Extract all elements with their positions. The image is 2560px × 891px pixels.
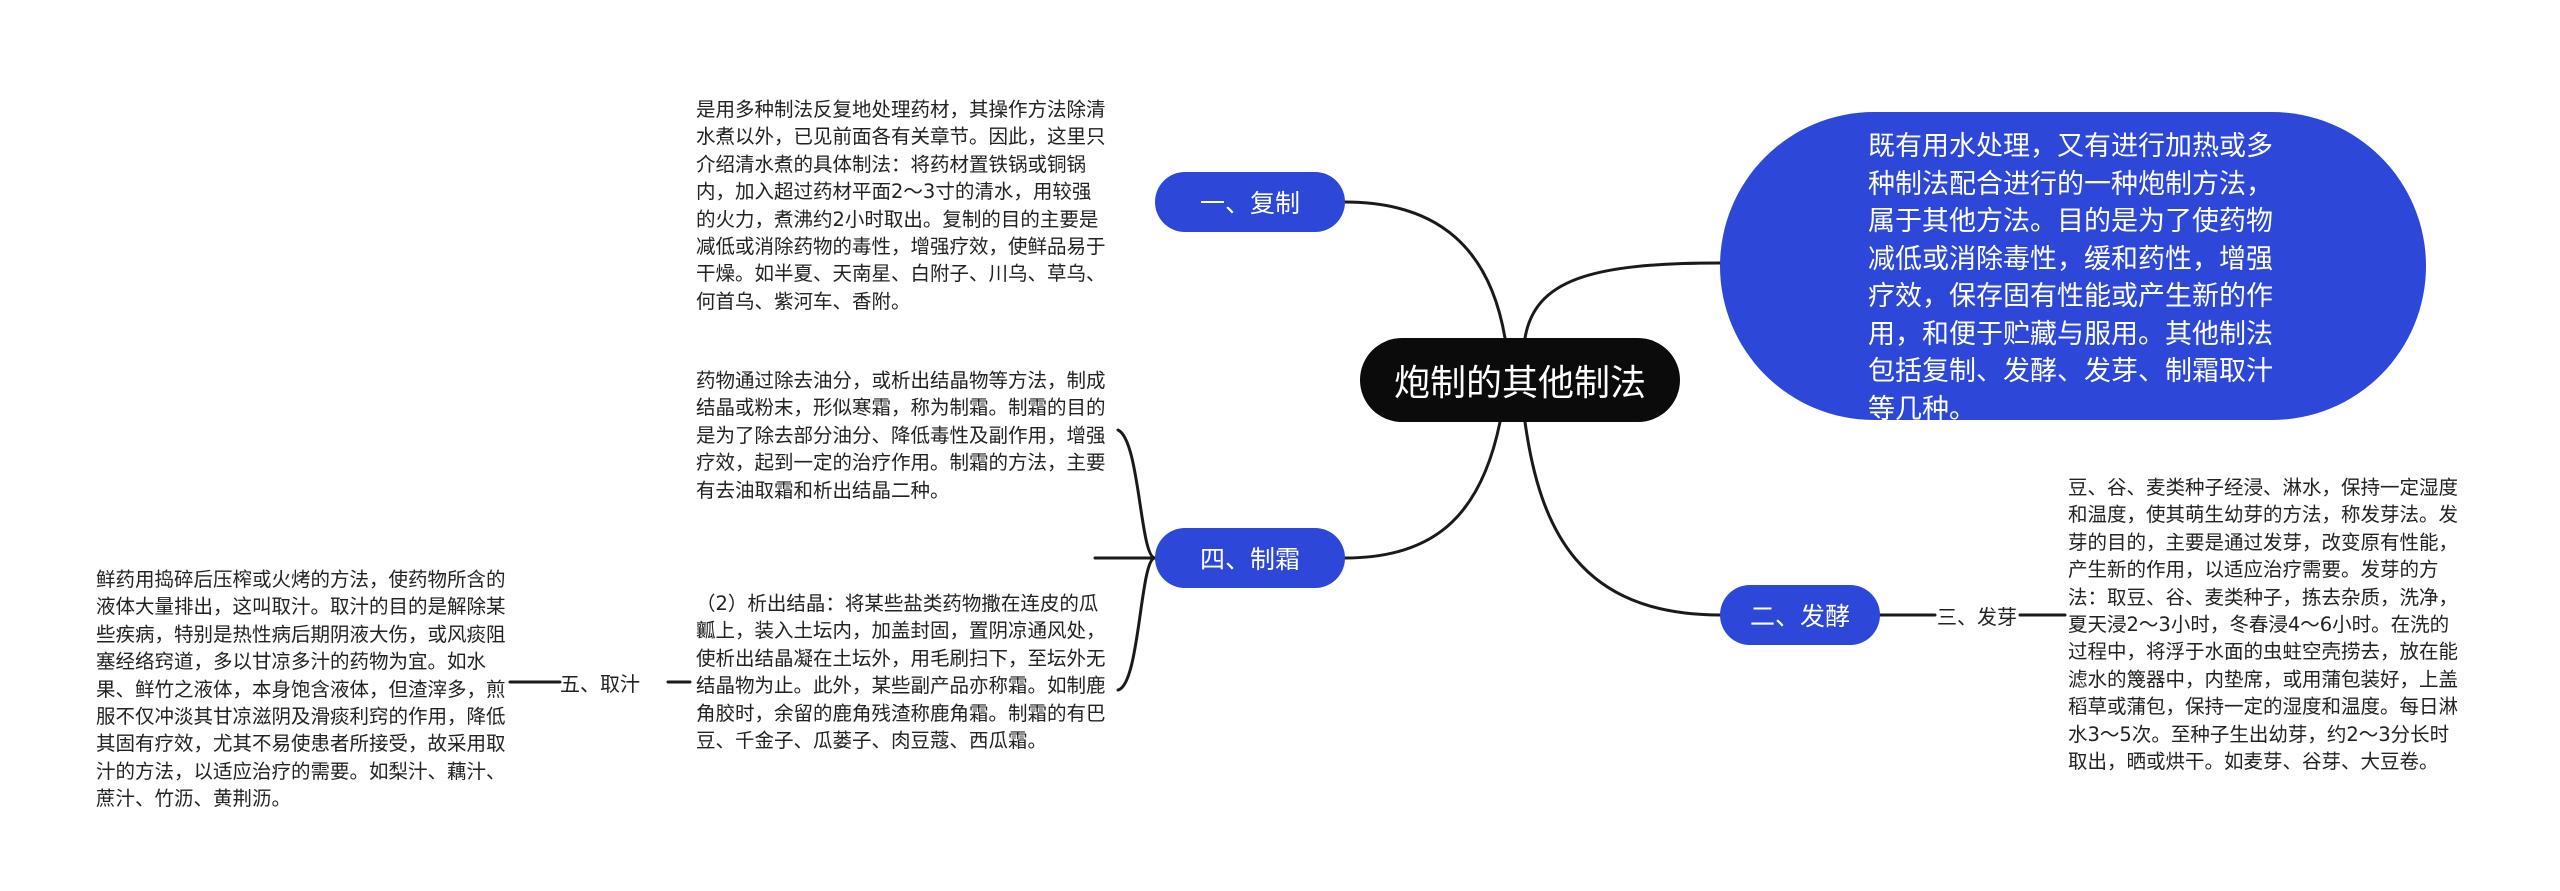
- fuzhi-text: 是用多种制法反复地处理药材，其操作方法除清水煮以外，已见前面各有关章节。因此，这…: [696, 98, 1106, 313]
- root-label: 炮制的其他制法: [1393, 363, 1646, 404]
- faya-text: 豆、谷、麦类种子经浸、淋水，保持一定湿度和温度，使其萌生幼芽的方法，称发芽法。发…: [2068, 476, 2459, 774]
- branch-quzhi[interactable]: 五、取汁: [560, 668, 640, 697]
- summary-node[interactable]: 既有用水处理，又有进行加热或多种制法配合进行的一种炮制方法，属于其他方法。目的是…: [1720, 112, 2426, 425]
- link-root-fajiao: [1523, 420, 1722, 617]
- branch-fuzhi-label: 一、复制: [1199, 189, 1300, 218]
- branch-faya[interactable]: 三、发芽: [1937, 601, 2017, 630]
- root-node[interactable]: 炮制的其他制法: [1360, 338, 1680, 422]
- summary-text: 既有用水处理，又有进行加热或多种制法配合进行的一种炮制方法，属于其他方法。目的是…: [1868, 131, 2273, 425]
- link-root-fuzhi: [1343, 200, 1507, 340]
- quzhi-text: 鲜药用捣碎后压榨或火烤的方法，使药物所含的液体大量排出，这叫取汁。取汁的目的是解…: [96, 568, 506, 811]
- zhishuang-text-2: （2）析出结晶：将某些盐类药物撒在连皮的瓜瓤上，装入土坛内，加盖封固，置阴凉通风…: [696, 592, 1106, 753]
- link-zhishuang-text1: [1116, 428, 1157, 560]
- link-root-zhishuang: [1343, 420, 1502, 560]
- link-zhishuang-text2: [1116, 556, 1157, 692]
- link-root-summary: [1523, 261, 1722, 340]
- branch-fajiao-label: 二、发酵: [1749, 602, 1850, 631]
- branch-zhishuang[interactable]: 四、制霜: [1155, 528, 1345, 588]
- zhishuang-text-1: 药物通过除去油分，或析出结晶物等方法，制成结晶或粉末，形似寒霜，称为制霜。制霜的…: [696, 369, 1106, 502]
- branch-fajiao[interactable]: 二、发酵: [1720, 585, 1880, 645]
- branch-quzhi-label: 五、取汁: [560, 672, 640, 696]
- branch-zhishuang-label: 四、制霜: [1199, 545, 1300, 574]
- branch-faya-label: 三、发芽: [1937, 605, 2017, 629]
- branch-fuzhi[interactable]: 一、复制: [1155, 172, 1345, 232]
